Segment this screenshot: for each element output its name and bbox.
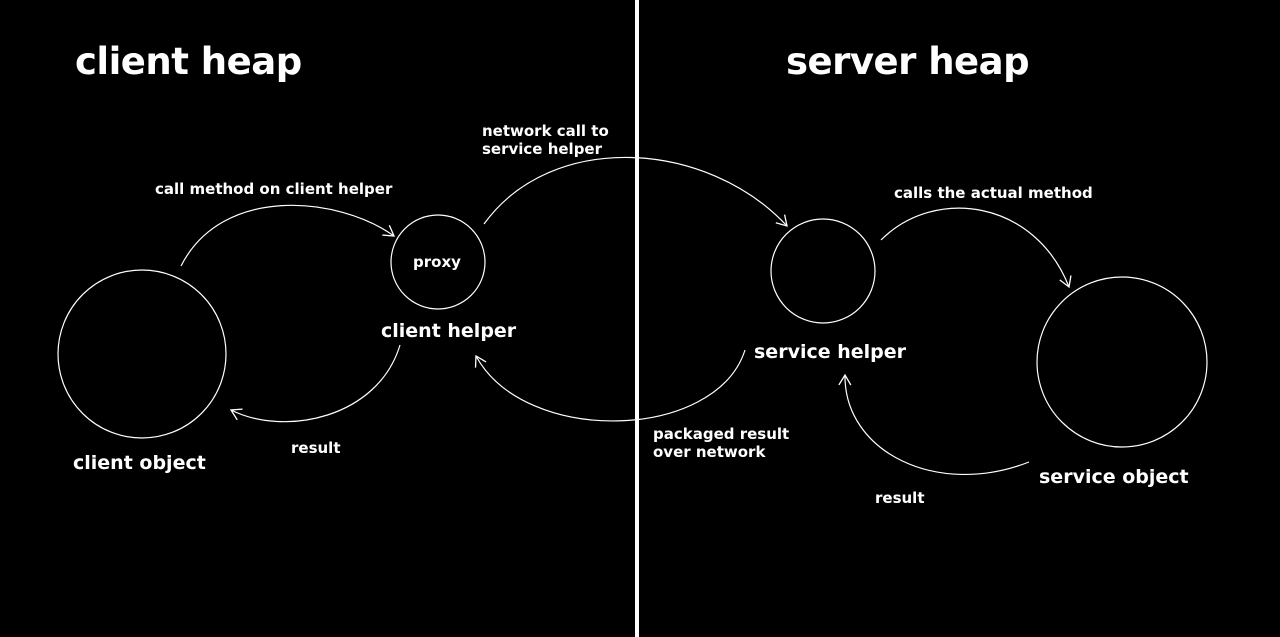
network-call-label-line1: network call to <box>482 122 609 140</box>
service-helper-circle <box>770 218 876 324</box>
client-object-circle <box>57 269 227 439</box>
calls-actual-method-arrow <box>880 207 1072 289</box>
network-call-arrow <box>483 156 788 227</box>
service-helper-label: service helper <box>754 341 907 363</box>
result-client-label: result <box>291 439 341 457</box>
service-object-circle <box>1036 276 1208 448</box>
network-call-label-line2: service helper <box>482 140 603 158</box>
packaged-result-arrow <box>474 349 746 422</box>
client-helper-label: client helper <box>381 320 517 342</box>
packaged-result-label-line2: over network <box>653 443 766 461</box>
calls-actual-method-label: calls the actual method <box>894 184 1093 202</box>
packaged-result-label: packaged result over network <box>653 425 789 461</box>
call-method-arrow <box>180 204 396 267</box>
client-heap-heading: client heap <box>75 40 302 83</box>
network-call-label: network call to service helper <box>482 122 609 158</box>
result-server-arrow <box>838 373 1030 476</box>
call-method-label: call method on client helper <box>155 180 393 198</box>
service-object-label: service object <box>1039 466 1189 488</box>
result-client-arrow <box>229 344 401 423</box>
server-heap-heading: server heap <box>786 40 1030 83</box>
result-server-label: result <box>875 489 925 507</box>
client-helper-circle <box>390 214 486 310</box>
proxy-label: proxy <box>413 253 461 271</box>
packaged-result-label-line1: packaged result <box>653 425 790 443</box>
client-object-label: client object <box>73 452 206 474</box>
